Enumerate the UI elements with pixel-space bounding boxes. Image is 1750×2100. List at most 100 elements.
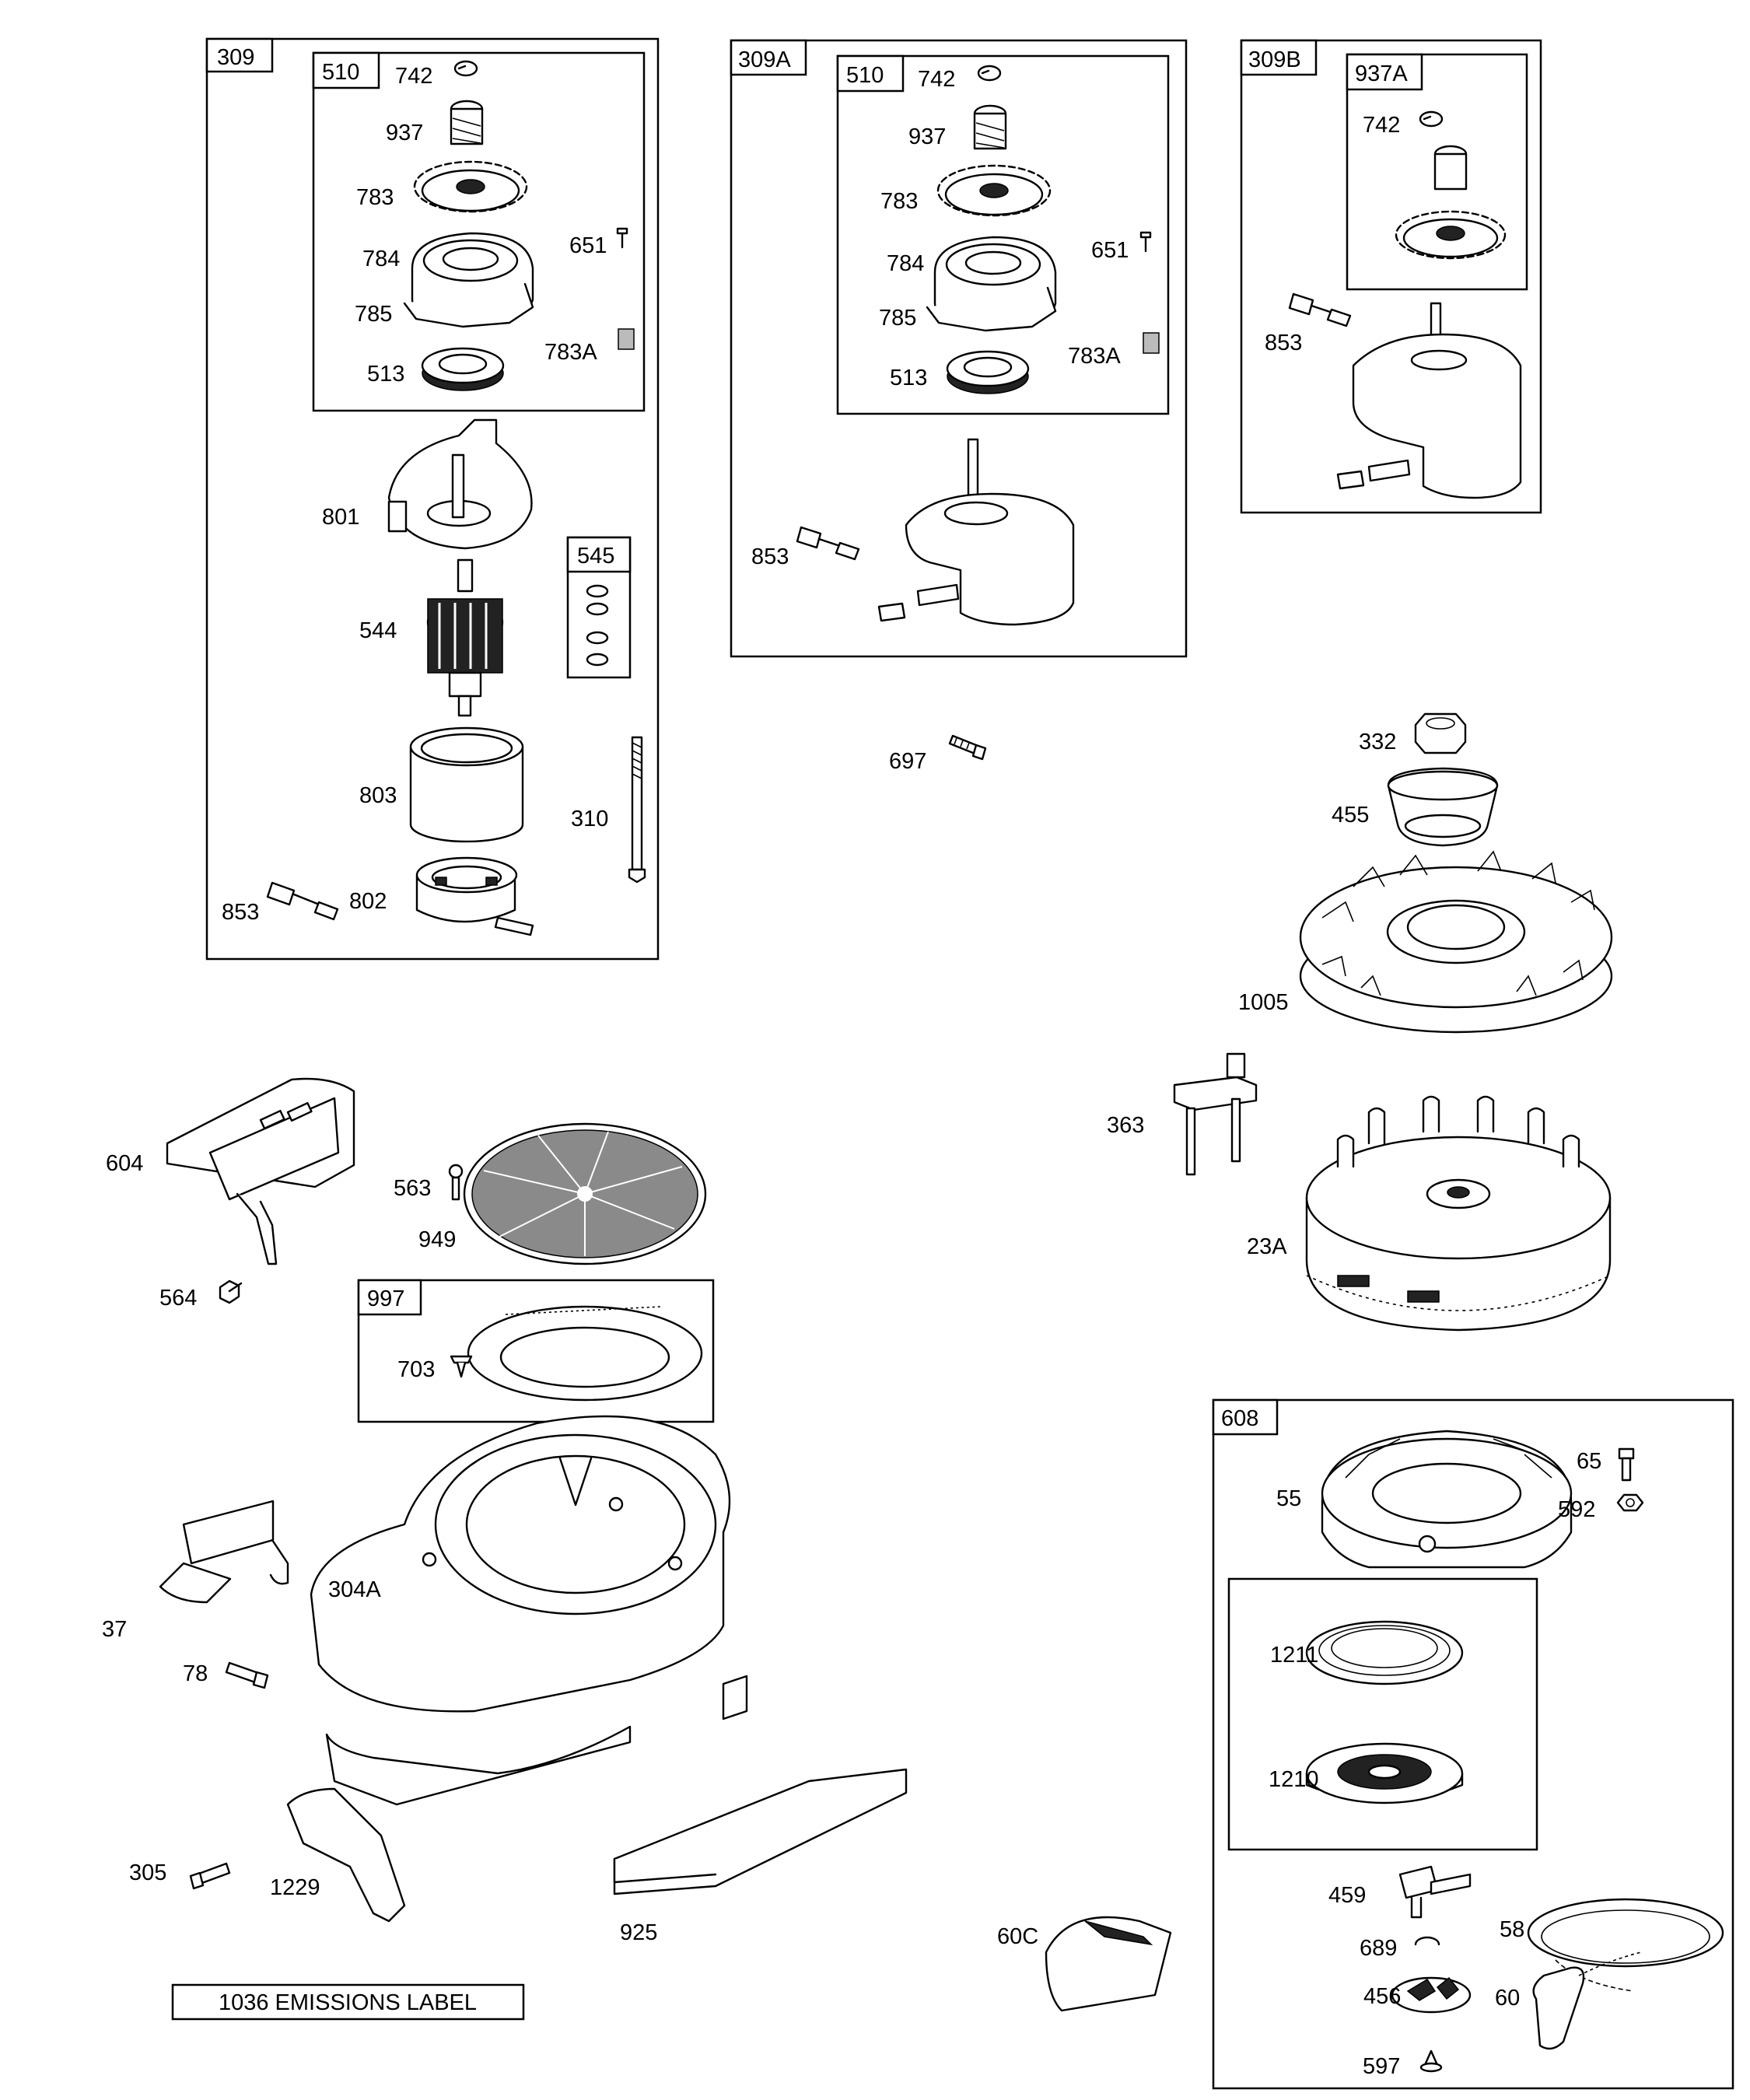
connector-853c-drawing (1288, 292, 1352, 327)
clutch-housing-784b-drawing (926, 236, 1057, 332)
group-309-tag (205, 37, 274, 73)
group-997: 997 703 (357, 1279, 715, 1423)
bolt-78-drawing (225, 1661, 269, 1689)
end-cap-801-drawing (387, 418, 533, 550)
callout-60C: 60C (997, 1924, 1038, 1949)
clip-742-drawing (453, 60, 478, 77)
callout-784b: 784 (887, 251, 924, 276)
callout-742c: 742 (1363, 113, 1400, 138)
group-608-frame (1212, 1398, 1734, 2090)
group-510b-frame (836, 54, 1170, 415)
clutch-housing-784-drawing (403, 232, 534, 328)
group-997-tag (357, 1279, 422, 1316)
group-510-frame (312, 51, 646, 412)
pinion-937-drawing (450, 100, 484, 145)
screw-597-drawing (1419, 2049, 1443, 2073)
group-309-frame (205, 37, 660, 961)
nut-592-drawing (1616, 1493, 1644, 1512)
callout-456: 456 (1363, 1984, 1401, 2009)
callout-60: 60 (1495, 1986, 1520, 2011)
nut-783A-drawing (618, 328, 635, 350)
fan-1005-drawing (1299, 850, 1613, 1034)
callout-783: 783 (356, 185, 394, 210)
callout-742: 742 (395, 64, 432, 89)
callout-784: 784 (362, 247, 400, 271)
callout-459: 459 (1328, 1883, 1366, 1908)
callout-651: 651 (569, 233, 607, 258)
group-309B-tag (1240, 39, 1318, 76)
callout-513: 513 (367, 362, 404, 387)
group-937A-label: 937A (1355, 61, 1408, 86)
starter-motor-309B-drawing (1336, 302, 1522, 499)
connector-853b-drawing (796, 526, 860, 561)
group-545-label: 545 (577, 544, 614, 569)
callout-310: 310 (571, 807, 608, 831)
group-997-label: 997 (367, 1286, 404, 1311)
clip-742c-drawing (1419, 110, 1444, 128)
armature-544-drawing (426, 558, 504, 717)
pull-handle-60-drawing (1532, 1951, 1642, 2050)
callout-305: 305 (129, 1860, 166, 1885)
callout-37: 37 (102, 1617, 127, 1642)
bolt-310-drawing (628, 736, 646, 884)
group-937A-tag (1346, 53, 1423, 91)
group-309: 309 510 742 937 783 784 785 (205, 37, 660, 961)
emissions-label-box (171, 1983, 525, 2021)
screw-651-drawing (616, 227, 628, 249)
clip-742b-drawing (977, 65, 1002, 82)
callout-597: 597 (1363, 2054, 1400, 2079)
group-309-label: 309 (217, 45, 254, 70)
pawl-459-drawing (1398, 1865, 1472, 1919)
callout-23A: 23A (1247, 1234, 1287, 1259)
callout-802: 802 (349, 889, 387, 914)
connector-853-drawing (266, 881, 339, 921)
callout-742b: 742 (918, 67, 955, 92)
pinion-937A-drawing (1395, 145, 1507, 260)
shield-1229-drawing (286, 1787, 406, 1923)
screen-949-drawing (463, 1122, 707, 1265)
callout-604: 604 (106, 1151, 143, 1176)
drive-ring-513b-drawing (946, 350, 1030, 394)
baffle-37-drawing (159, 1500, 289, 1604)
callout-564: 564 (159, 1286, 197, 1311)
nut-783Ab-drawing (1143, 332, 1160, 354)
callout-937: 937 (386, 121, 423, 145)
brush-plate-802-drawing (415, 856, 534, 936)
cover-925-drawing (613, 1768, 908, 1895)
callout-1229: 1229 (270, 1875, 320, 1900)
spring-689-drawing (1414, 1936, 1440, 1946)
group-recoil-spring-frame (1227, 1577, 1538, 1851)
callout-563: 563 (394, 1176, 431, 1201)
washers-545-drawing (586, 584, 609, 667)
callout-803: 803 (359, 783, 397, 808)
bracket-363-drawing (1173, 1052, 1258, 1176)
recoil-housing-55-drawing (1321, 1430, 1573, 1569)
nut-332-drawing (1414, 712, 1467, 754)
group-937A-frame (1346, 53, 1528, 291)
callout-853: 853 (222, 900, 259, 925)
screw-651b-drawing (1139, 231, 1152, 253)
callout-785b: 785 (879, 306, 916, 331)
group-309A-frame (730, 39, 1188, 658)
callout-1005: 1005 (1238, 990, 1289, 1015)
group-608-label: 608 (1221, 1406, 1258, 1431)
bolt-697-drawing (948, 734, 987, 761)
bolt-65-drawing (1618, 1447, 1635, 1482)
field-housing-803-drawing (409, 726, 524, 843)
group-309B-label: 309B (1248, 47, 1301, 72)
callout-703: 703 (397, 1357, 435, 1382)
callout-65: 65 (1577, 1449, 1601, 1474)
callout-801: 801 (322, 505, 359, 530)
callout-55: 55 (1276, 1486, 1301, 1511)
callout-455: 455 (1332, 803, 1369, 828)
callout-592: 592 (1558, 1497, 1595, 1522)
group-608-tag (1212, 1398, 1279, 1436)
callout-783Ab: 783A (1068, 344, 1121, 369)
flywheel-23A-drawing (1305, 1095, 1612, 1332)
group-510-label: 510 (322, 60, 359, 85)
callout-78: 78 (183, 1661, 208, 1686)
group-545-tag (566, 536, 632, 573)
callout-697: 697 (889, 749, 926, 774)
bolt-305-drawing (189, 1862, 231, 1890)
screw-564-drawing (219, 1279, 243, 1304)
